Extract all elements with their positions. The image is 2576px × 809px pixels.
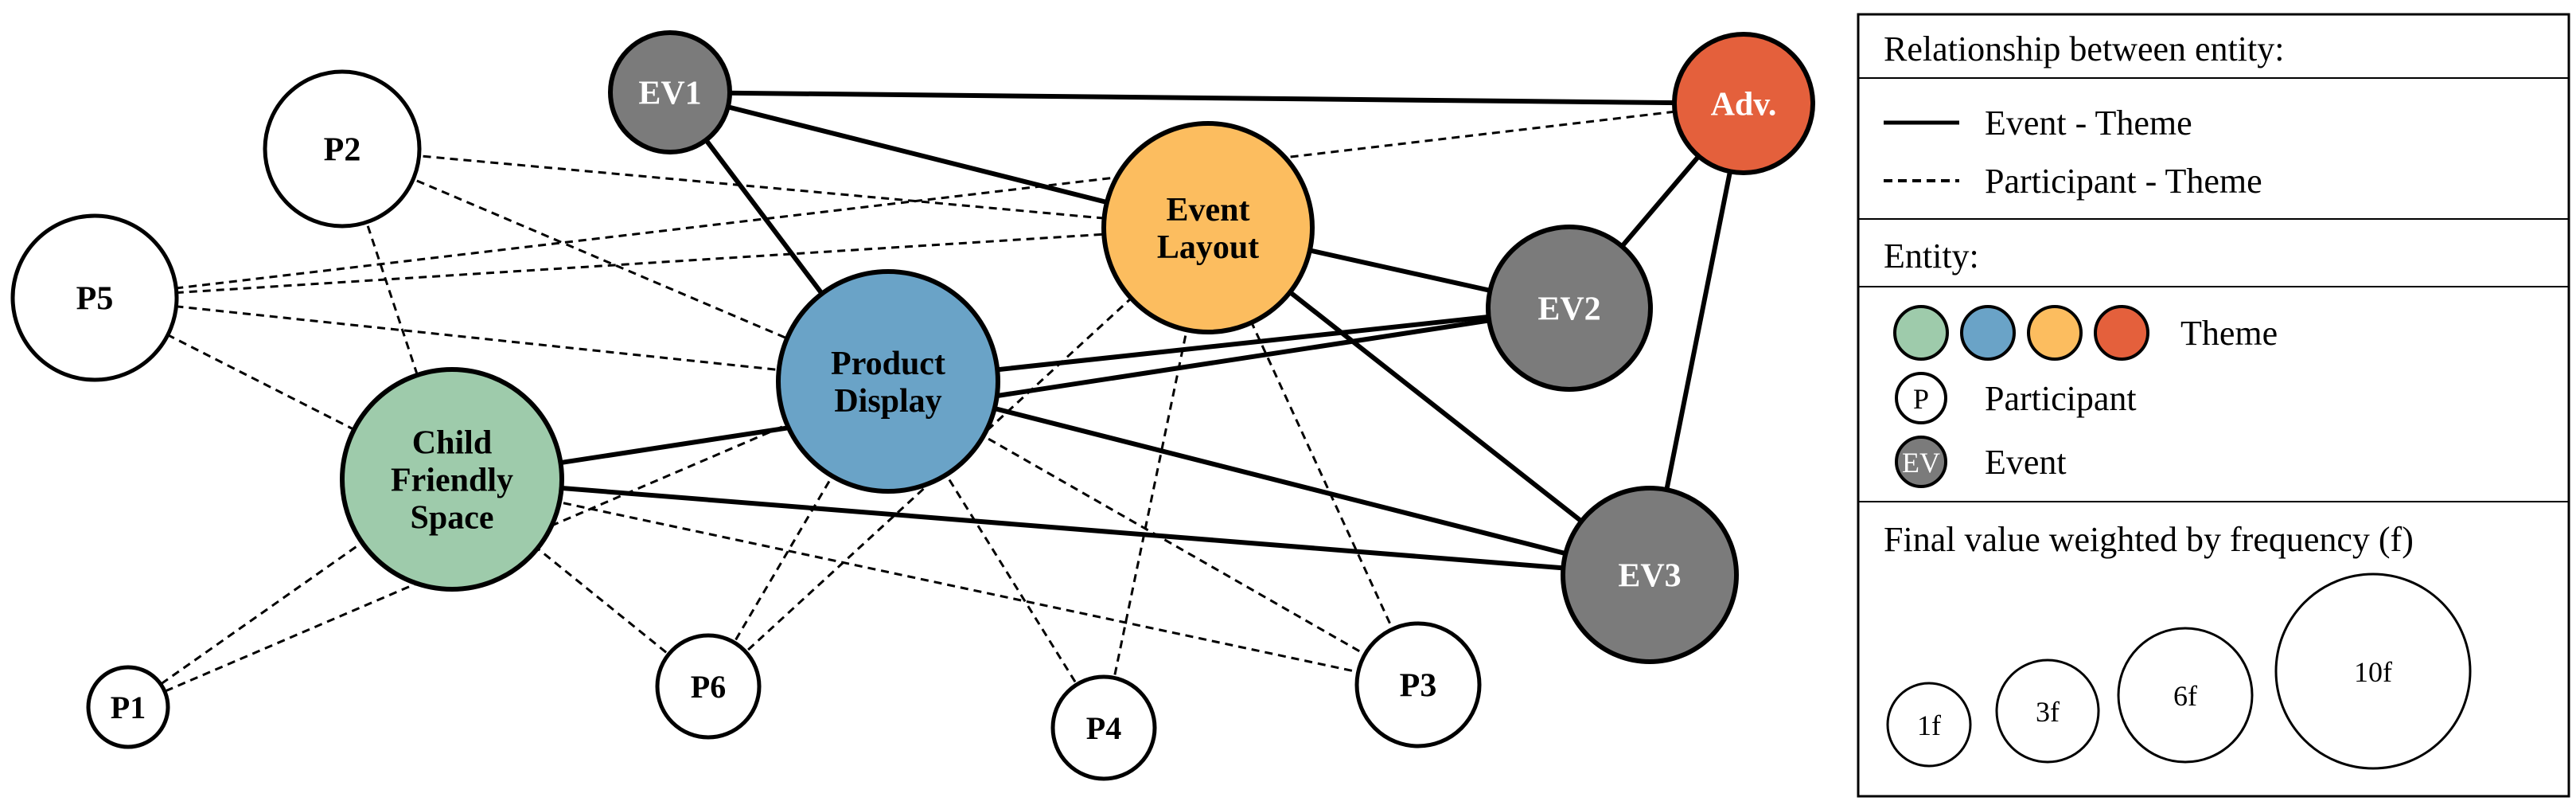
node-adv-circle [1672,32,1815,175]
node-p2-circle [263,69,422,229]
event-theme-edge-ev1-adv [669,90,1744,106]
node-p5-circle [10,213,179,382]
node-p5-label: P5 [76,281,114,318]
participant-theme-edge-p3-childfriendly [451,478,1419,686]
node-p3: P3 [1354,621,1482,748]
legend-relationship-title: Relationship between entity: [1884,29,2284,68]
participant-theme-edge-p3-eventlayout [1206,227,1420,686]
node-childfriendly-circle [340,367,564,592]
node-childfriendly-label: Space [411,500,494,537]
legend-event-symbol: EV [1902,447,1940,479]
legend-participant-swatch [1895,372,1947,424]
node-p4-label: P4 [1086,710,1121,746]
event-theme-edge-productdisplay-ev3 [887,379,1650,577]
node-p1-label: P1 [111,690,146,725]
legend-theme-yellow-swatch [2027,305,2083,361]
node-childfriendly-label: Child [412,425,492,462]
node-ev1-label: EV1 [638,76,701,112]
legend-participant-symbol: P [1913,383,1929,415]
participant-theme-edge-p6-productdisplay [707,381,890,687]
node-eventlayout-label: Event [1167,192,1250,229]
legend-size-3f-circle [1995,659,2100,764]
node-p2-label: P2 [324,132,361,169]
legend-participant-label: Participant [1985,379,2137,418]
legend-theme-blue-swatch [1960,305,2016,361]
node-p5: P5 [10,213,179,382]
legend-size-3f-label: 3f [2036,696,2060,728]
legend-size-10f-label: 10f [2354,656,2392,688]
legend: Relationship between entity: Event - The… [1857,13,2570,798]
node-ev2-circle [1486,225,1653,392]
node-p3-circle [1354,621,1482,748]
legend-solid-label: Event - Theme [1985,104,2192,143]
node-ev1: EV1 [608,30,732,154]
node-p6-circle [655,633,762,740]
node-adv-label: Adv. [1711,87,1777,123]
event-theme-edge-childfriendly-ev3 [451,477,1650,577]
node-productdisplay-label: Product [831,346,945,382]
node-p2: P2 [263,69,422,229]
node-eventlayout-circle [1101,121,1315,334]
node-ev3-label: EV3 [1618,558,1681,595]
participant-theme-edge-p5-eventlayout [94,226,1209,299]
legend-size-6f-circle [2117,627,2254,764]
node-productdisplay-label: Display [834,383,941,420]
node-ev3: EV3 [1561,486,1739,664]
legend-dashed-label: Participant - Theme [1985,162,2262,201]
node-p4: P4 [1050,674,1157,781]
node-p1-circle [86,665,170,749]
legend-event-swatch [1895,436,1947,488]
event-theme-edge-childfriendly-ev2 [451,306,1570,482]
participant-theme-edge-p5-adv [94,102,1744,299]
node-ev1-circle [608,30,732,154]
node-eventlayout-label: Layout [1157,229,1259,266]
node-ev3-circle [1561,486,1739,664]
node-p1: P1 [86,665,170,749]
node-ev2-label: EV2 [1537,291,1600,328]
legend-size-1f-label: 1f [1917,709,1941,741]
legend-theme-green-swatch [1893,305,1949,361]
legend-size-title: Final value weighted by frequency (f) [1884,520,2414,559]
node-ev2: EV2 [1486,225,1653,392]
node-p4-circle [1050,674,1157,781]
node-p6: P6 [655,633,762,740]
legend-event-label: Event [1985,443,2067,482]
legend-size-10f-circle [2274,573,2472,770]
node-childfriendly-label: Friendly [391,463,513,499]
legend-size-6f-label: 6f [2173,680,2197,712]
participant-theme-edge-p5-productdisplay [94,296,889,383]
node-p6-label: P6 [691,669,726,705]
node-adv: Adv. [1672,32,1815,175]
participant-theme-edge-p2-eventlayout [341,147,1209,229]
legend-theme-red-swatch [2094,305,2149,361]
legend-theme-label: Theme [2180,314,2278,353]
node-p3-label: P3 [1400,668,1437,705]
node-productdisplay-circle [776,269,1000,494]
legend-entity-title: Entity: [1884,236,1979,276]
event-theme-edge-productdisplay-ev2 [887,306,1570,384]
legend-size-1f-circle [1886,682,1972,768]
